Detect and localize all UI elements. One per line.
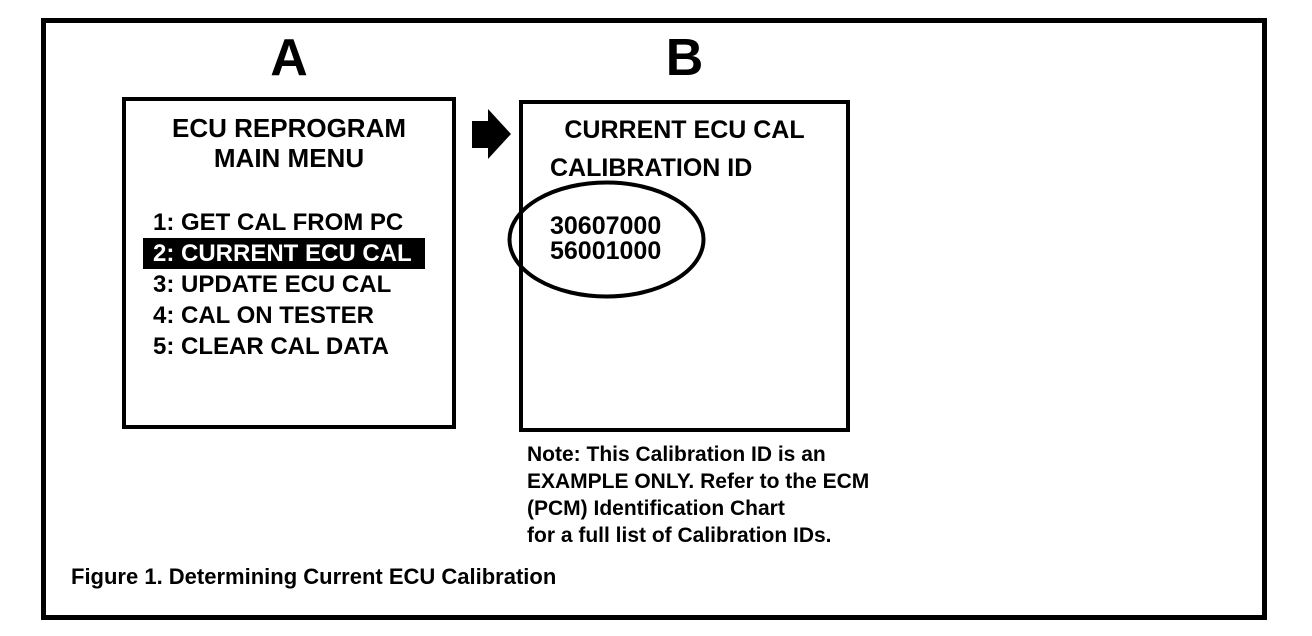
- note-line-2: EXAMPLE ONLY. Refer to the ECM: [527, 470, 870, 493]
- screen-a-title: ECU REPROGRAM MAIN MENU: [126, 113, 452, 173]
- screen-a-menu: 1: GET CAL FROM PC 2: CURRENT ECU CAL 3:…: [143, 207, 443, 362]
- note-text: Note: This Calibration ID is an EXAMPLE …: [527, 441, 869, 549]
- figure-caption: Figure 1. Determining Current ECU Calibr…: [71, 564, 557, 589]
- screen-a-ecu-reprogram-main-menu: ECU REPROGRAM MAIN MENU 1: GET CAL FROM …: [122, 97, 456, 429]
- screen-a-title-line2: MAIN MENU: [213, 143, 365, 173]
- calibration-id-1: 30607000: [550, 212, 662, 240]
- note-line-4: for a full list of Calibration IDs.: [527, 524, 832, 547]
- menu-item-current-ecu-cal-selected: 2: CURRENT ECU CAL: [143, 238, 425, 269]
- menu-item-get-cal-from-pc: 1: GET CAL FROM PC: [153, 209, 404, 236]
- panel-a-label: A: [270, 29, 308, 87]
- note-line-1: Note: This Calibration ID is an: [527, 443, 826, 466]
- note-line-3: (PCM) Identification Chart: [527, 497, 785, 520]
- screen-b-title: CURRENT ECU CAL: [564, 116, 805, 144]
- menu-item-cal-on-tester: 4: CAL ON TESTER: [153, 302, 374, 329]
- menu-item-update-ecu-cal: 3: UPDATE ECU CAL: [153, 271, 392, 298]
- circle-annotation: [507, 180, 706, 299]
- right-arrow-icon: [472, 109, 511, 159]
- screen-b-subtitle: CALIBRATION ID: [550, 154, 753, 182]
- screen-b-current-ecu-cal: CURRENT ECU CAL CALIBRATION ID 30607000 …: [519, 100, 850, 432]
- figure-border: [41, 18, 1267, 620]
- panel-b-label: B: [665, 29, 704, 87]
- calibration-id-list: 30607000 56001000: [550, 214, 661, 264]
- screen-a-title-line1: ECU REPROGRAM: [171, 113, 406, 143]
- menu-item-clear-cal-data: 5: CLEAR CAL DATA: [153, 333, 389, 360]
- calibration-id-2: 56001000: [550, 237, 662, 265]
